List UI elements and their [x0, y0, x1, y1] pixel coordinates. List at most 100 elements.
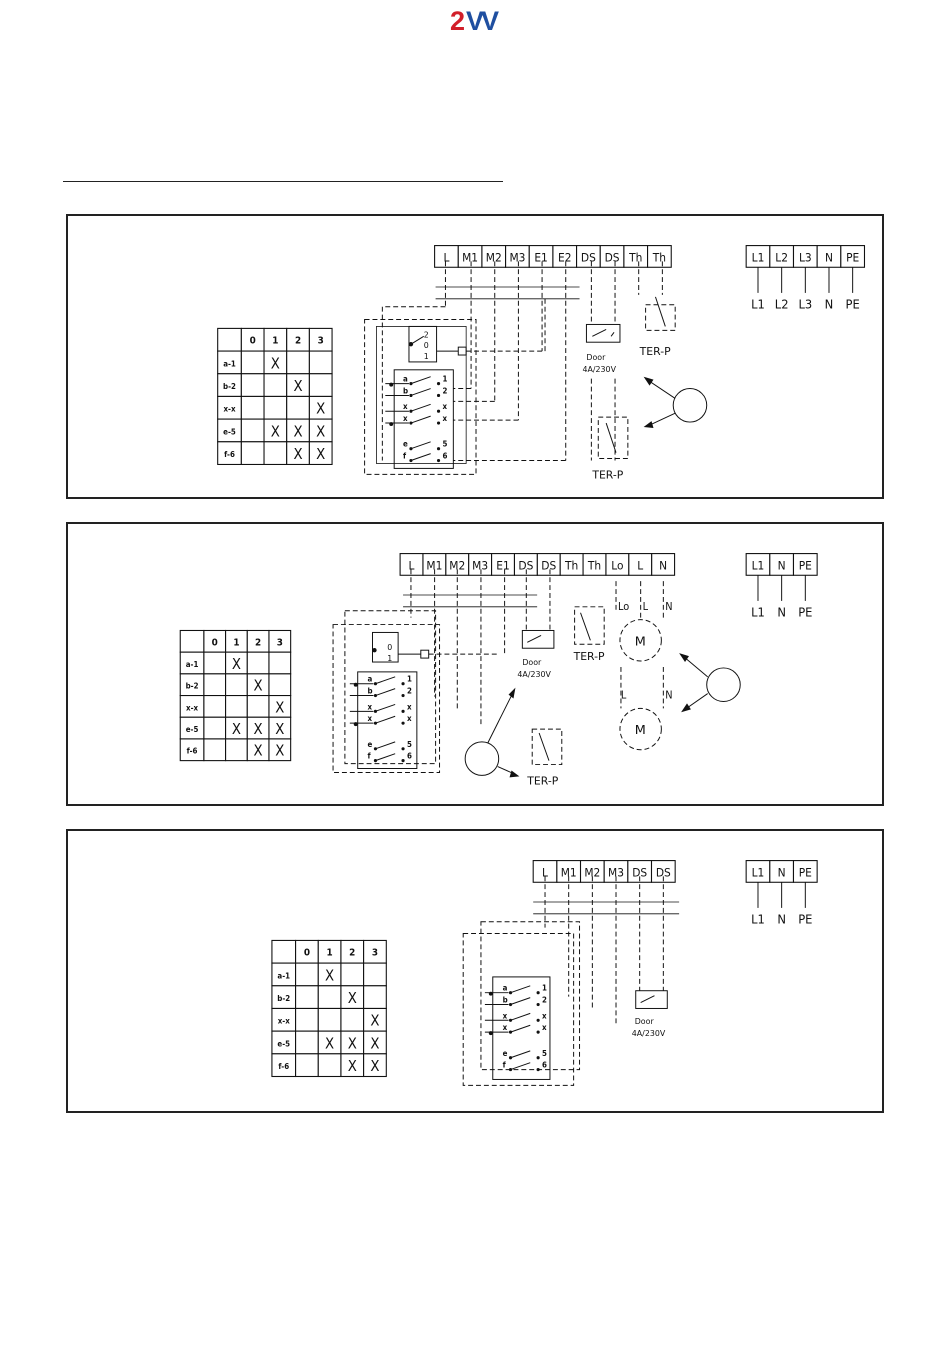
table-label: a-1 — [277, 971, 290, 980]
table-cell — [268, 673, 292, 697]
ter-p-thermostat-top — [645, 304, 676, 331]
terminal-label: N — [659, 558, 667, 572]
position-selector — [372, 631, 399, 663]
table-cell — [363, 985, 387, 1010]
table-label: b-2 — [277, 994, 290, 1003]
table-mark: X — [316, 446, 325, 463]
contact-label-right: 1 — [407, 675, 412, 684]
contact-label-right: x — [442, 414, 447, 423]
contact-label-left: e — [368, 740, 373, 749]
ter-p-label: TER-P — [639, 345, 671, 358]
table-cell — [317, 1007, 342, 1032]
terminal-label: DS — [518, 558, 533, 572]
contact-label-left: x — [503, 1023, 508, 1032]
table-cell — [240, 395, 265, 420]
supply-terminal-label: L3 — [799, 250, 812, 264]
contact-label-left: e — [403, 440, 408, 449]
table-mark: X — [254, 721, 263, 738]
terminal-label: M1 — [462, 250, 478, 264]
terminal-label: E1 — [534, 250, 548, 264]
supply-wire-label: PE — [798, 606, 812, 621]
table-mark: X — [348, 990, 357, 1007]
table-label: x-x — [278, 1017, 291, 1026]
contact-label-right: 2 — [542, 996, 547, 1005]
position-label: 0 — [424, 341, 429, 350]
terminal-box — [650, 860, 676, 883]
motor-label: M — [635, 634, 646, 649]
table-label: 0 — [212, 637, 218, 648]
supply-wire-label: N — [777, 913, 786, 928]
table-label: 1 — [327, 948, 333, 959]
supply-terminal-label: N — [778, 865, 786, 879]
table-label: 0 — [250, 336, 256, 347]
table-mark: X — [271, 355, 280, 372]
table-mark: X — [275, 699, 284, 716]
contact-label-left: b — [403, 386, 408, 395]
table-label: a-1 — [223, 359, 236, 368]
door-rating: 4A/230V — [632, 1029, 666, 1038]
table-cell — [203, 673, 227, 697]
table-cell — [203, 651, 227, 675]
table-label: e-5 — [277, 1039, 290, 1048]
contact-label-right: 2 — [442, 386, 447, 395]
supply-terminal-label: PE — [799, 865, 812, 879]
table-cell — [340, 1007, 365, 1032]
table-cell — [317, 1053, 342, 1078]
table-cell — [308, 441, 333, 466]
terminal-label: M3 — [472, 558, 488, 572]
table-label: x-x — [223, 405, 236, 414]
table-cell — [263, 441, 288, 466]
table-cell — [240, 373, 265, 397]
table-cell — [225, 738, 248, 762]
contact-label-right: x — [407, 714, 412, 723]
table-label: f-6 — [187, 747, 198, 756]
ter-p-label: TER-P — [526, 774, 558, 787]
table-mark: X — [275, 743, 284, 760]
table-cell — [263, 395, 288, 420]
table-cell — [246, 695, 270, 718]
terminal-label: DS — [541, 558, 556, 572]
supply-terminal-label: N — [825, 250, 833, 264]
selector-terminal — [457, 346, 467, 356]
table-label: 0 — [304, 948, 310, 959]
table-cell — [203, 716, 227, 740]
table-label: f-6 — [278, 1062, 289, 1071]
contact-label-left: f — [368, 752, 372, 761]
contact-block — [357, 671, 418, 769]
contact-label-right: 2 — [407, 687, 412, 696]
terminal-label: Lo — [611, 558, 623, 572]
supply-terminal-label: L2 — [775, 250, 788, 264]
callout-circle — [672, 388, 708, 423]
door-switch-icon — [635, 990, 668, 1009]
contact-label-right: 1 — [542, 984, 547, 993]
terminal-label: E2 — [558, 250, 572, 264]
table-mark: X — [316, 423, 325, 440]
supply-terminal-label: L1 — [752, 865, 765, 879]
supply-wire-label: L1 — [751, 913, 765, 928]
door-rating: 4A/230V — [517, 670, 551, 679]
supply-wire-label: L2 — [775, 298, 789, 313]
table-cell — [340, 962, 365, 987]
supply-terminal-box — [792, 553, 818, 576]
door-rating: 4A/230V — [582, 365, 616, 374]
table-mark: X — [254, 743, 263, 760]
supply-wire-label: PE — [798, 913, 812, 928]
contact-label-right: x — [407, 702, 412, 711]
table-cell — [268, 651, 292, 675]
motor-terminal-label: L — [621, 689, 627, 702]
position-label: 2 — [424, 330, 429, 339]
table-mark: X — [325, 967, 334, 984]
callout-circle — [464, 741, 500, 776]
table-label: f-6 — [224, 450, 235, 459]
supply-wire-label: N — [825, 298, 834, 313]
